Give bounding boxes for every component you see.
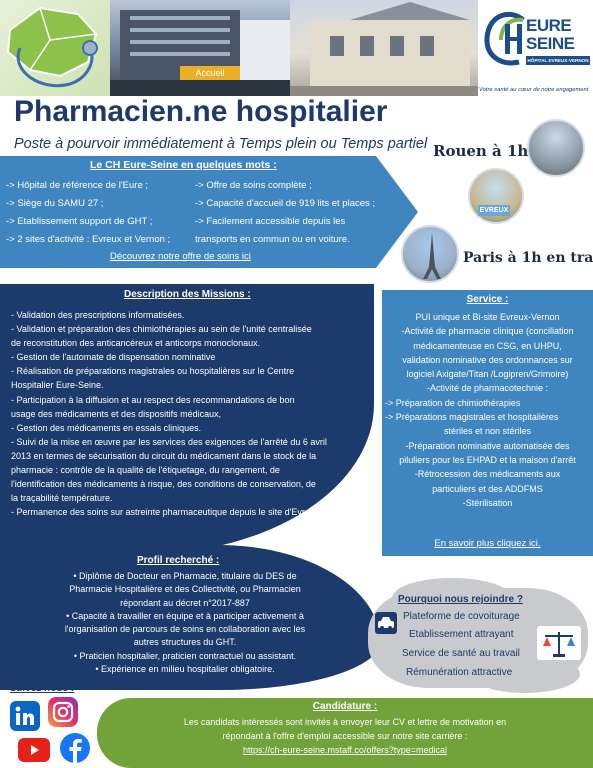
work-life-balance-icon: [537, 626, 581, 660]
intro-fact: -> Offre de soins complète ;: [195, 180, 312, 191]
facebook-icon[interactable]: [60, 733, 90, 763]
youtube-icon[interactable]: [18, 738, 50, 762]
intro-fact: -> Siège du SAMU 27 ;: [6, 198, 104, 209]
service-line: logiciel Axigate/Titan /Logipren/Grimoir…: [406, 369, 569, 380]
mission-line: - Validation des prescriptions informati…: [11, 310, 185, 320]
profile-line: • Capacité à travailler en équipe et à p…: [66, 610, 304, 621]
mission-line: - Réalisation de préparations magistrale…: [11, 366, 295, 377]
profile-line: l'organisation de parcours de soins en c…: [64, 624, 306, 635]
service-line: -Rétrocession des médicaments aux: [414, 469, 561, 480]
paris-photo: [401, 225, 459, 283]
profile-line: • Expérience en milieu hospitalier oblig…: [95, 664, 275, 675]
logo-text-seine: SEINE: [526, 34, 575, 53]
page-title: Pharmacien.ne hospitalier: [14, 95, 388, 128]
mission-line: - Permanence des soins sur astreinte pha…: [11, 507, 320, 518]
mission-line: l'identification des médicaments à risqu…: [11, 479, 316, 490]
intro-fact: -> Etablissement support de GHT ;: [6, 216, 153, 227]
rouen-travel-time: Rouen à 1h: [433, 142, 529, 160]
service-line: validation nominative des ordonnances su…: [402, 354, 573, 365]
profile-section: Profil recherché : • Diplôme de Docteur …: [0, 545, 380, 690]
profile-list: • Diplôme de Docteur en Pharmacie, titul…: [0, 570, 370, 676]
instagram-icon[interactable]: [48, 697, 78, 727]
profile-line: • Praticien hospitalier, praticien contr…: [73, 650, 297, 661]
mission-line: - Validation et préparation des chimioth…: [11, 324, 312, 335]
profile-line: répondant au décret n°2017-887: [120, 597, 250, 608]
missions-section: Description des Missions : - Validation …: [0, 284, 374, 554]
service-line: stériles et non stériles: [443, 426, 532, 437]
cloud-bump: [470, 655, 580, 693]
mission-line: - Gestion des médicaments en essais clin…: [11, 422, 202, 433]
logo-tagline: Votre santé au cœur de notre engagement: [479, 87, 589, 93]
car-icon: [375, 612, 397, 634]
mission-line: - Gestion de l'automate de dispensation …: [11, 352, 216, 363]
why-join-item: Service de santé au travail: [402, 648, 520, 659]
service-line: médicamenteuse en CSG, en UHPU,: [413, 340, 562, 351]
service-line: -> Préparation de chimiothérapies: [385, 397, 521, 408]
hospital-building-illustration: Accueil: [110, 10, 290, 96]
service-more-link[interactable]: En savoir plus cliquez ici.: [434, 538, 541, 549]
intro-fact: transports en commun ou en voiture.: [195, 234, 350, 245]
career-site-link[interactable]: https://ch-eure-seine.mstaff.co/offers?t…: [242, 745, 448, 755]
accueil-sign: Accueil: [195, 68, 224, 78]
why-join-title: Pourquoi nous rejoindre ?: [398, 594, 523, 605]
mission-line: - Participation à la diffusion et au res…: [11, 394, 295, 405]
intro-section: Le CH Eure-Seine en quelques mots : -> H…: [0, 156, 418, 268]
hospital-photo: Accueil: [110, 0, 290, 96]
mission-line: usage des médicaments et des dispositifs…: [11, 408, 222, 419]
service-title: Service :: [466, 294, 509, 305]
application-line: répondant à l'offre d'emploi accessible …: [222, 731, 468, 741]
profile-title: Profil recherché :: [137, 555, 220, 566]
intro-fact: -> Capacité d'accueil de 919 lits et pla…: [195, 198, 376, 209]
rouen-photo: [527, 119, 585, 177]
mission-line: pharmacie : contrôle de la qualité de l'…: [11, 465, 280, 476]
service-line: -Activité de pharmacie clinique (concili…: [401, 326, 574, 337]
service-line: PUI unique et Bi-site Evreux-Vernon: [415, 312, 560, 322]
profile-line: Pharmacie Hospitalière et des Collectivi…: [69, 584, 301, 595]
service-line: -Activité de pharmacotechnie :: [426, 383, 549, 394]
ch-eure-seine-logo-icon: [484, 11, 525, 66]
why-join-item: Etablissement attrayant: [409, 629, 514, 640]
linkedin-icon[interactable]: [10, 701, 40, 731]
application-text: Les candidats intéressés sont invités à …: [97, 715, 593, 757]
intro-fact: -> Facilement accessible depuis les: [195, 216, 346, 227]
mission-line: de reconstitution des anticancéreux et a…: [11, 338, 261, 349]
logo-text-eure: EURE: [526, 16, 572, 35]
header-banner: Accueil: [0, 0, 593, 96]
paris-travel-time: Paris à 1h en train: [463, 250, 593, 266]
missions-list: - Validation des prescriptions informati…: [11, 308, 357, 519]
mission-line: la traçabilité température.: [11, 493, 113, 504]
intro-fact: -> 2 sites d'activité : Evreux et Vernon…: [6, 234, 171, 245]
application-line: Les candidats intéressés sont invités à …: [183, 717, 507, 727]
mission-line: 2013 en termes de sécurisation du circui…: [11, 450, 317, 461]
intro-fact: -> Hôpital de référence de l'Eure ;: [6, 180, 149, 191]
eure-map-image: [0, 0, 110, 96]
follow-us-label: Suivez nous :: [10, 683, 75, 694]
application-section: Candidature : Les candidats intéressés s…: [97, 698, 593, 768]
service-line: -> Préparations magistrales et hospitali…: [385, 412, 559, 423]
vernon-city-photo: [290, 0, 478, 96]
old-building-illustration: [290, 2, 478, 96]
profile-line: • Diplôme de Docteur en Pharmacie, titul…: [73, 571, 297, 581]
service-list: PUI unique et Bi-site Evreux-Vernon -Act…: [382, 310, 593, 510]
service-line: -Préparation nominative automatisée des: [405, 440, 570, 451]
mission-line: - Suivi de la mise en œuvre par les serv…: [11, 436, 327, 447]
stethoscope-map-illustration: [6, 6, 98, 88]
service-line: particuliers et des ADDFMS: [432, 483, 543, 494]
service-line: -Stérilisation: [462, 497, 513, 508]
intro-title: Le CH Eure-Seine en quelques mots :: [90, 159, 277, 171]
eiffel-tower-icon: [423, 233, 441, 279]
service-section: Service : PUI unique et Bi-site Evreux-V…: [382, 290, 593, 556]
page-subtitle: Poste à pourvoir immédiatement à Temps p…: [14, 136, 428, 152]
missions-title: Description des Missions :: [124, 289, 251, 300]
service-line: piluliers pour les EHPAD et la maison d'…: [399, 454, 576, 465]
evreux-sign: EVREUX: [478, 205, 510, 216]
care-offer-link[interactable]: Découvrez notre offre de soins ici: [110, 251, 251, 262]
profile-line: autres structures du GHT.: [133, 637, 237, 648]
why-join-item: Rémunération attractive: [406, 667, 513, 678]
why-join-item: Plateforme de covoiturage: [403, 611, 520, 622]
logo-hospital-name: HÔPITAL EVREUX-VERNON: [526, 56, 590, 65]
mission-line: Hospitalier Eure-Seine.: [11, 380, 104, 391]
application-title: Candidature :: [312, 701, 378, 712]
